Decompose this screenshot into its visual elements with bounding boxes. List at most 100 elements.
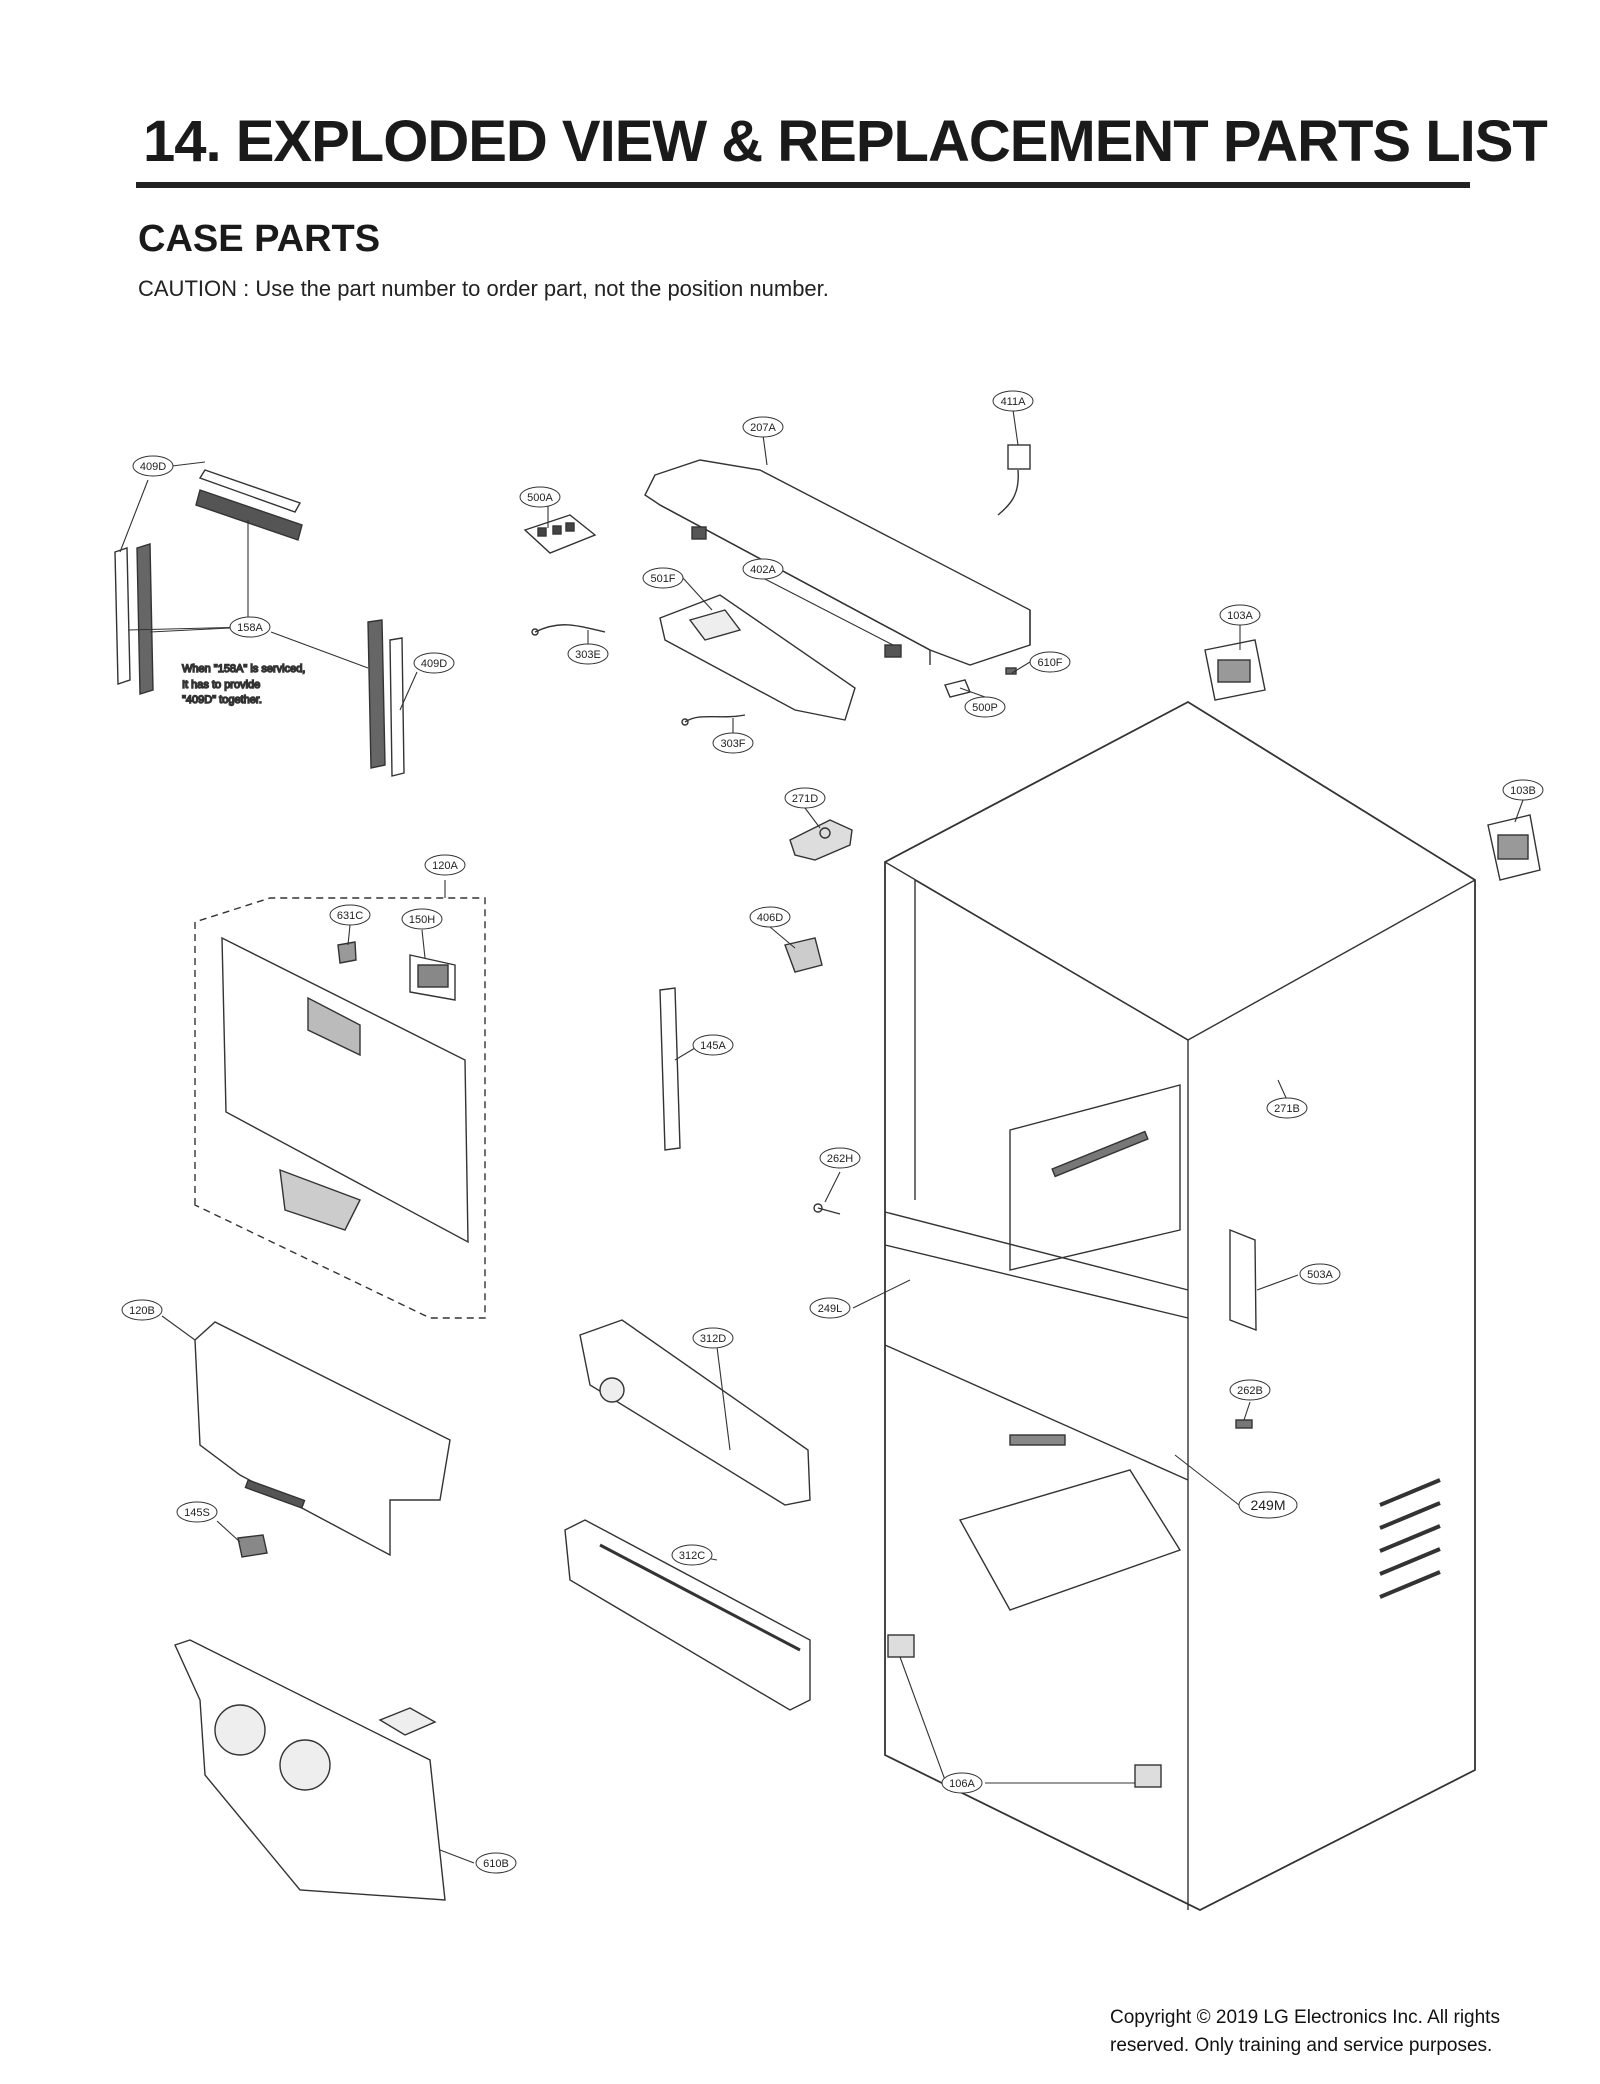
callout-120b: 120B [121,1299,163,1321]
vent-slots [1379,1478,1441,1599]
svg-text:271B: 271B [1274,1103,1300,1115]
callout-503a: 503A [1299,1263,1341,1285]
svg-text:500A: 500A [527,492,553,504]
wire-harness-303e [531,624,606,636]
callout-501f: 501F [642,567,684,589]
cover-503a [1229,1228,1257,1332]
hinge-cover-103a [1204,639,1266,701]
copyright-notice: Copyright © 2019 LG Electronics Inc. All… [1110,2004,1590,2060]
callout-610f: 610F [1029,651,1071,673]
note-line-3: "409D" together. [182,694,262,706]
svg-text:500P: 500P [972,702,998,714]
callout-249m: 249M [1238,1491,1298,1519]
svg-text:303E: 303E [575,649,601,661]
svg-text:145A: 145A [700,1040,726,1052]
note-line-2: It has to provide [182,679,260,691]
svg-text:106A: 106A [949,1778,975,1790]
power-cord-411a [997,444,1031,516]
svg-text:262B: 262B [1237,1385,1263,1397]
callout-120a: 120A [424,854,466,876]
callout-409d: 409D [413,652,455,674]
callout-262b: 262B [1229,1379,1271,1401]
page-title: 14. EXPLODED VIEW & REPLACEMENT PARTS LI… [143,109,1548,174]
hinge-cover-103b [1487,814,1541,881]
callout-409d: 409D [132,455,174,477]
ice-bucket-housing-610b [174,1639,446,1901]
callout-303e: 303E [567,643,609,665]
callout-262h: 262H [819,1147,861,1169]
cover-312c [564,1519,811,1711]
title-rule [136,182,1470,188]
assembly-boundary-120a [194,897,486,1319]
svg-text:312C: 312C [679,1550,705,1562]
display-pcb-150h [409,954,456,1001]
clip-145s [237,1534,268,1558]
svg-text:501F: 501F [650,573,675,585]
svg-text:249M: 249M [1250,1497,1285,1513]
svg-text:103A: 103A [1227,610,1253,622]
callout-406d: 406D [749,906,791,928]
svg-text:411A: 411A [1001,396,1027,408]
svg-text:120A: 120A [432,860,458,872]
svg-text:610B: 610B [483,1858,509,1870]
svg-text:402A: 402A [750,564,776,576]
cover-120b [194,1321,451,1557]
callout-271b: 271B [1266,1097,1308,1119]
svg-text:503A: 503A [1307,1269,1333,1281]
callout-158a: 158A [229,616,271,638]
section-title: CASE PARTS [138,218,381,260]
leg-levelers-106a [887,1634,1162,1788]
svg-text:312D: 312D [700,1333,726,1345]
svg-text:303F: 303F [720,738,745,750]
svg-text:610F: 610F [1037,657,1062,669]
callout-145s: 145S [176,1501,218,1523]
note-line-1: When "158A" is serviced, [182,663,305,675]
bracket-406d [784,937,823,973]
callout-312c: 312C [671,1544,713,1566]
connectors-402a [691,526,902,658]
svg-text:249L: 249L [818,1303,842,1315]
svg-text:145S: 145S [184,1507,210,1519]
svg-text:150H: 150H [409,914,435,926]
callout-103a: 103A [1219,604,1261,626]
control-pcb-500a [523,514,597,554]
callout-150h: 150H [401,908,443,930]
callout-145a: 145A [692,1034,734,1056]
svg-text:409D: 409D [421,658,447,670]
svg-text:158A: 158A [237,622,263,634]
wire-harness-303f [681,714,746,726]
svg-text:631C: 631C [337,910,363,922]
cover-501f [659,594,856,721]
svg-text:120B: 120B [129,1305,155,1317]
callout-271d: 271D [784,787,826,809]
svg-text:406D: 406D [757,912,783,924]
callout-402a: 402A [742,558,784,580]
copyright-line-1: Copyright © 2019 LG Electronics Inc. All… [1110,2007,1500,2028]
svg-text:207A: 207A [750,422,776,434]
cover-312d [579,1319,811,1506]
callout-207a: 207A [742,416,784,438]
svg-text:262H: 262H [827,1153,853,1165]
small-parts-610f-500p [944,667,1017,698]
callout-249l: 249L [809,1297,851,1319]
rail-145a [659,987,681,1151]
insulation-631c [337,941,357,964]
callout-303f: 303F [712,732,754,754]
callout-610b: 610B [475,1852,517,1874]
gasket-strips-409d-158a [114,469,405,777]
svg-text:103B: 103B [1510,785,1536,797]
callout-411a: 411A [992,390,1034,412]
callout-labels: 409D 158A 409D 500A 207A 411A 402A 501F … [121,390,1544,1874]
refrigerator-cabinet [884,700,1476,1912]
callout-500a: 500A [519,486,561,508]
copyright-line-2: reserved. Only training and service purp… [1110,2035,1493,2056]
caution-text: CAUTION : Use the part number to order p… [138,276,829,301]
callout-631c: 631C [329,904,371,926]
svg-text:409D: 409D [140,461,166,473]
callout-312d: 312D [692,1327,734,1349]
callout-500p: 500P [964,696,1006,718]
svg-text:271D: 271D [792,793,818,805]
callout-106a: 106A [941,1772,983,1794]
control-panel-120a [221,936,469,1244]
